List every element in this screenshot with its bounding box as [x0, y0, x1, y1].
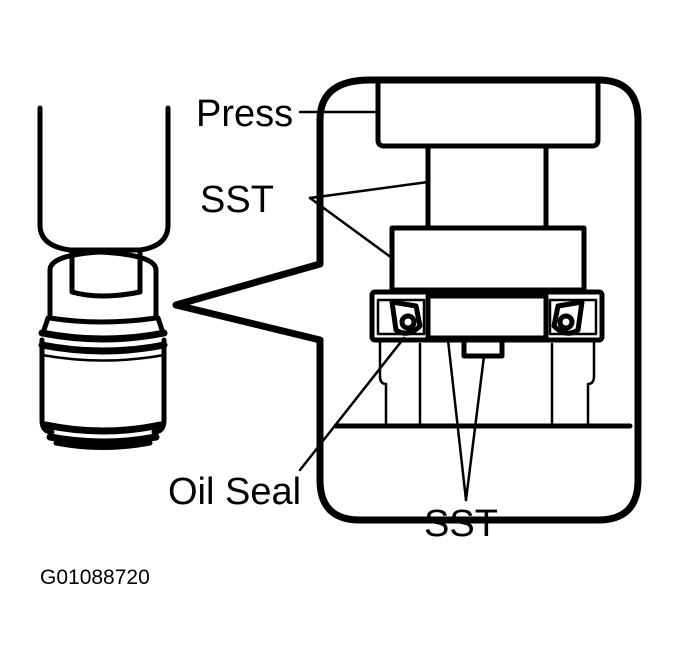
- oil-seal: [369, 289, 605, 343]
- leader-lines: [298, 110, 486, 502]
- shaft-housing-assembly: [37, 105, 171, 450]
- press-label: Press: [196, 93, 293, 135]
- callout-frame: [172, 76, 642, 524]
- sst-lower-tool: [333, 337, 633, 429]
- press-ram: [375, 81, 601, 149]
- sst-lower-leader-a: [446, 338, 468, 502]
- sst-lower-leader-b: [464, 354, 486, 502]
- sst-upper-tool: [389, 143, 587, 293]
- sst-upper-leader-a: [308, 180, 430, 200]
- sst-upper-label: SST: [200, 179, 274, 221]
- oil-seal-leader: [298, 336, 406, 472]
- sst-upper-leader-b: [308, 196, 394, 260]
- oil-seal-label: Oil Seal: [168, 471, 301, 513]
- sst-lower-label: SST: [424, 503, 498, 545]
- figure-code: G01088720: [40, 566, 150, 589]
